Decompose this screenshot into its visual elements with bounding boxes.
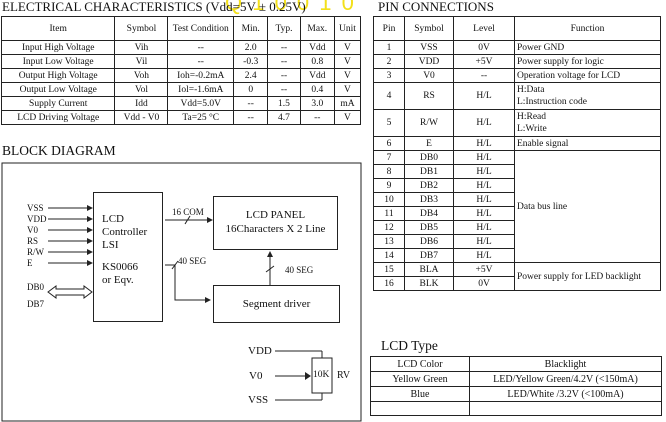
- lcd-type-title: LCD Type: [381, 338, 438, 353]
- vss-label: VSS: [248, 394, 269, 406]
- pin-row: 1 VSS 0V Power GND: [373, 40, 661, 55]
- pin-row: 3 V0 -- Operation voltage for LCD: [373, 68, 661, 83]
- pin-row: 6 E H/L Enable signal: [373, 136, 661, 151]
- lcd-backlight: LED/White /3.2V (<100mA): [469, 386, 662, 402]
- resistor-symbol: [311, 357, 333, 394]
- block-frame: [1, 162, 362, 422]
- pin-row: 13 DB6 H/L: [373, 234, 661, 249]
- rv-label: RV: [337, 370, 351, 381]
- signal-label: V0: [27, 225, 38, 235]
- electrical-header: Symbol: [114, 16, 169, 41]
- lcd-type-header: LCD Color: [370, 356, 470, 372]
- pin-row: 8 DB1 H/L: [373, 164, 661, 179]
- vdd-label: VDD: [248, 345, 272, 357]
- pin-row: 16 BLK 0V: [373, 276, 661, 291]
- electrical-row: Output Low Voltage Vol Iol=-1.6mA 0 -- 0…: [0, 82, 362, 97]
- lcd-type-row: [370, 401, 662, 416]
- segment-driver-block: Segment driver: [213, 285, 340, 323]
- pin-function-line1: H:Read: [517, 112, 547, 122]
- panel-line: LCD PANEL: [245, 209, 306, 221]
- seg-label-1: 40 SEG: [178, 256, 207, 266]
- cell: Idd: [114, 96, 169, 111]
- resistor-value: 10K: [313, 370, 330, 380]
- pin-header: Pin: [373, 16, 405, 41]
- electrical-title: ELECTRICAL CHARACTERISTICS (Vdd=5V ± 0.2…: [2, 0, 306, 14]
- data-bus-function: Data bus line: [514, 150, 661, 263]
- block-title: BLOCK DIAGRAM: [2, 143, 116, 158]
- electrical-table: Item Symbol Test Condition Min. Typ. Max…: [0, 16, 362, 125]
- signal-label: VSS: [27, 203, 44, 213]
- pin-function-line2: L:Instruction code: [517, 97, 587, 107]
- cell: --: [233, 110, 269, 125]
- pin-row: 11 DB4 H/L: [373, 206, 661, 221]
- backlight-function: Power supply for LED backlight: [514, 262, 661, 291]
- lcd-backlight: [469, 401, 662, 416]
- pin-number: 4: [373, 82, 405, 110]
- controller-line: KS0066: [102, 261, 139, 273]
- cell: V: [333, 110, 362, 125]
- cell: LCD Driving Voltage: [0, 110, 116, 125]
- controller-line: Controller: [102, 226, 148, 238]
- signal-label: R/W: [27, 247, 44, 257]
- pin-level: H/L: [453, 82, 515, 110]
- db7-label: DB7: [27, 299, 45, 309]
- pin-table: Pin Symbol Level Function 1 VSS 0V Power…: [373, 16, 661, 291]
- electrical-row: LCD Driving Voltage Vdd - V0 Ta=25 °C --…: [0, 110, 362, 125]
- pin-row: 7 DB0 H/L Data bus line: [373, 150, 661, 263]
- signal-label: E: [27, 258, 33, 268]
- signal-label: VDD: [27, 214, 47, 224]
- pin-function-line1: H:Data: [517, 85, 545, 95]
- com-label: 16 COM: [172, 207, 204, 217]
- v0-label: V0: [249, 370, 263, 382]
- lcd-type-row: Yellow Green LED/Yellow Green/4.2V (<150…: [370, 371, 662, 387]
- lcd-color: [370, 401, 470, 416]
- pin-row: 14 DB7 H/L: [373, 248, 661, 263]
- controller-line: LSI: [102, 239, 119, 251]
- lcd-color: Yellow Green: [370, 371, 470, 387]
- db0-label: DB0: [27, 282, 45, 292]
- pin-row: 5 R/W H/L H:Read L:Write: [373, 109, 661, 137]
- pin-row: 15 BLA +5V Power supply for LED backligh…: [373, 262, 661, 291]
- signal-label: RS: [27, 236, 39, 246]
- seg-label-2: 40 SEG: [285, 265, 314, 275]
- pins-title: PIN CONNECTIONS: [378, 0, 494, 14]
- controller-line: LCD: [102, 213, 124, 225]
- lcd-type-header: Blacklight: [469, 356, 662, 372]
- panel-line: 16Characters X 2 Line: [225, 223, 326, 235]
- lcd-backlight: LED/Yellow Green/4.2V (<150mA): [469, 371, 662, 387]
- controller-block: LCD Controller LSI KS0066 or Eqv.: [93, 192, 163, 322]
- controller-line: or Eqv.: [102, 274, 134, 286]
- cell: --: [299, 110, 335, 125]
- pin-level: 0V: [453, 276, 515, 291]
- cell: Vdd - V0: [114, 110, 169, 125]
- pin-row: 10 DB3 H/L: [373, 192, 661, 207]
- electrical-header: Max.: [299, 16, 335, 41]
- lcd-type-table: LCD Color Blacklight Yellow Green LED/Ye…: [370, 356, 662, 416]
- lcd-color: Blue: [370, 386, 470, 402]
- lcd-type-row: Blue LED/White /3.2V (<100mA): [370, 386, 662, 402]
- watermark: Q 1 0 0 1 0: [225, 0, 356, 15]
- lcd-panel-block: LCD PANEL 16Characters X 2 Line: [213, 196, 338, 250]
- pin-function-line2: L:Write: [517, 124, 547, 134]
